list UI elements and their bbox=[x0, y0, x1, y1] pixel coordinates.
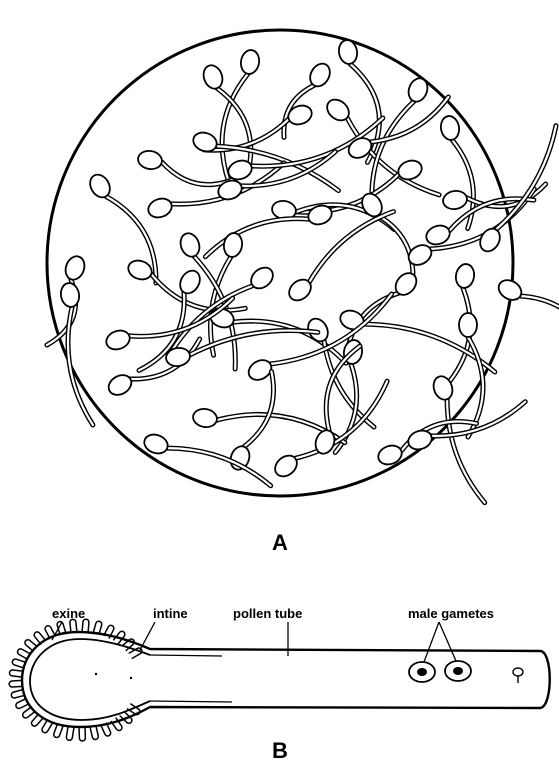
pollen-grain bbox=[424, 222, 453, 247]
exine-spike bbox=[90, 726, 98, 739]
exine-spike bbox=[82, 619, 89, 632]
male-gamete bbox=[445, 661, 471, 681]
pollen-grain bbox=[495, 276, 525, 304]
pollen-tube-outline bbox=[496, 126, 556, 230]
panel-b-letter: B bbox=[272, 738, 288, 761]
pollen-grain bbox=[200, 63, 225, 92]
panel-a-letter: A bbox=[272, 530, 288, 555]
label-exine: exine bbox=[52, 606, 85, 621]
pollen-grain bbox=[405, 76, 430, 105]
leader-male-gamete bbox=[439, 622, 456, 661]
exine-spike bbox=[70, 619, 77, 632]
cytoplasm-speck bbox=[130, 677, 132, 679]
pollen-grain bbox=[62, 254, 87, 283]
label-intine: intine bbox=[153, 606, 188, 621]
pollen-grain bbox=[442, 189, 469, 211]
pollen-tube-fill bbox=[378, 215, 413, 276]
exine-spike bbox=[79, 728, 85, 741]
tube-nucleus bbox=[513, 668, 523, 683]
pollen-grain bbox=[454, 263, 476, 290]
pollen-grain bbox=[177, 231, 202, 260]
pollen-tube-inner-line bbox=[150, 701, 232, 702]
pollen-grain bbox=[146, 195, 175, 220]
pollen-grain bbox=[239, 49, 261, 76]
pollen-tube-inner-line bbox=[150, 655, 222, 656]
pollen-grain bbox=[222, 232, 244, 259]
pollen-grain bbox=[126, 257, 155, 282]
label-male-gametes: male gametes bbox=[408, 606, 494, 621]
pollen-tube-outline bbox=[244, 372, 273, 447]
exine-spike bbox=[66, 727, 74, 740]
pollen-grain bbox=[338, 307, 367, 332]
pollen-grain bbox=[137, 149, 164, 171]
panel-a: A bbox=[47, 30, 559, 555]
pollen-grain bbox=[459, 313, 477, 337]
panel-b: exine intine pollen tube male gametes B bbox=[9, 606, 550, 761]
exine-spike bbox=[25, 640, 38, 652]
exine-spike bbox=[32, 714, 44, 726]
exine-spike bbox=[9, 680, 22, 687]
pollen-grain bbox=[405, 241, 435, 269]
leader-intine bbox=[140, 622, 155, 650]
pollen-tube-outline bbox=[520, 296, 559, 336]
pollen-grain bbox=[192, 407, 219, 429]
cytoplasm-speck bbox=[95, 673, 97, 675]
pollen-grain bbox=[105, 371, 135, 399]
label-pollen-tube: pollen tube bbox=[233, 606, 302, 621]
pollen-tube-fill bbox=[496, 126, 556, 230]
leader-male-gamete bbox=[424, 622, 439, 662]
pollen-grain bbox=[176, 267, 204, 297]
exine-spike bbox=[23, 706, 36, 717]
male-gamete bbox=[409, 662, 435, 682]
exine-spike bbox=[10, 670, 23, 677]
pollen-tube-outline bbox=[167, 448, 270, 486]
pollen-grain bbox=[439, 115, 461, 142]
pollen-grain-field bbox=[47, 39, 559, 503]
pollen-grain-outer-wall bbox=[22, 632, 550, 727]
pollen-tube-fill bbox=[205, 219, 308, 257]
pollen-grain bbox=[406, 427, 435, 452]
pollen-grain bbox=[104, 327, 133, 352]
